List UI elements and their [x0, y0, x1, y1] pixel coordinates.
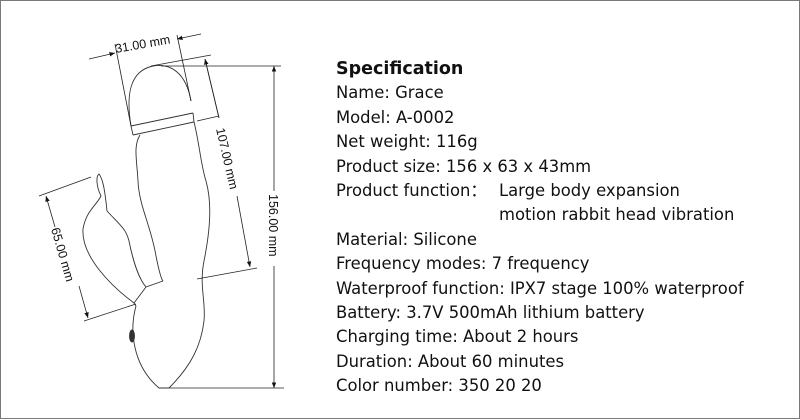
rabbit-length-dimension — [38, 176, 137, 322]
head-width-dimension — [88, 33, 202, 127]
total-length-label: 156.00 mm — [266, 194, 280, 257]
spec-battery: Battery: 3.7V 500mAh lithium battery — [336, 303, 645, 323]
spec-product-function-line2: motion rabbit head vibration — [499, 205, 735, 225]
shaft-length-dimension — [150, 54, 258, 280]
spec-title: Specification — [336, 59, 464, 79]
spec-net-weight: Net weight: 116g — [336, 132, 478, 152]
product-outline — [82, 65, 211, 389]
spec-color-number: Color number: 350 20 20 — [336, 376, 542, 396]
spec-waterproof-function: Waterproof function: IPX7 stage 100% wat… — [336, 278, 744, 298]
head-width-label: 31.00 mm — [114, 33, 171, 56]
total-length-dimension — [161, 65, 284, 389]
shaft-length-label: 107.00 mm — [213, 127, 241, 191]
spec-frequency-modes: Frequency modes: 7 frequency — [336, 254, 590, 274]
spec-model: Model: A-0002 — [336, 107, 455, 127]
control-button-icon — [129, 329, 135, 343]
product-dimension-drawing: 31.00 mm 107.00 mm 156.00 mm — [38, 33, 284, 389]
specification-list: Specification Name: Grace Model: A-0002 … — [336, 57, 744, 399]
spec-material: Material: Silicone — [336, 229, 477, 249]
spec-product-function-line1: Large body expansion — [499, 181, 680, 201]
rabbit-length-label: 65.00 mm — [48, 226, 77, 283]
spec-product-function-label: Product function： — [336, 181, 487, 201]
spec-name: Name: Grace — [336, 83, 444, 103]
spec-duration: Duration: About 60 minutes — [336, 351, 565, 371]
spec-product-function: Product function： Large body expansion — [336, 179, 744, 203]
spec-charging-time: Charging time: About 2 hours — [336, 327, 579, 347]
spec-product-size: Product size: 156 x 63 x 43mm — [336, 156, 592, 176]
